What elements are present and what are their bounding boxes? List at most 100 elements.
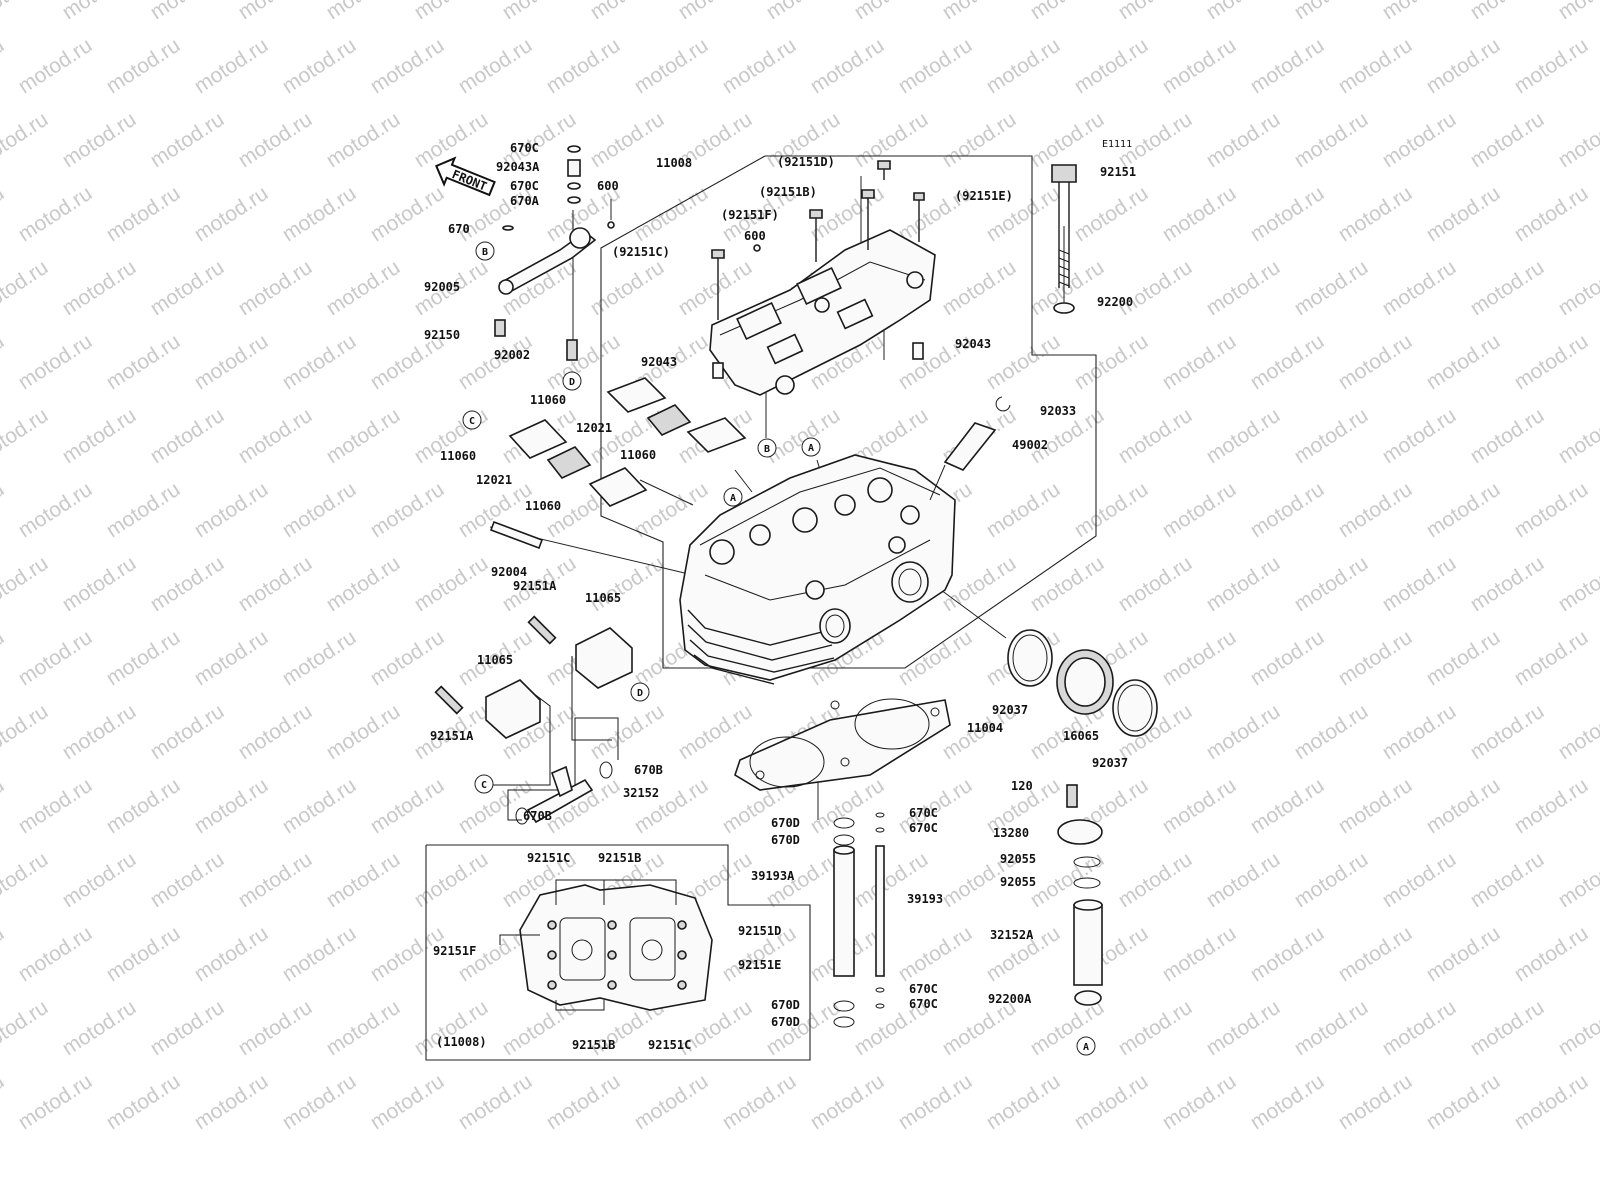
watermark-text: motod.ru: [190, 182, 272, 246]
watermark-text: motod.ru: [850, 108, 932, 172]
watermark-text: motod.ru: [1334, 478, 1416, 542]
watermark-text: motod.ru: [14, 922, 96, 986]
watermark-text: motod.ru: [1422, 626, 1504, 690]
watermark-text: motod.ru: [1290, 108, 1372, 172]
watermark-text: motod.ru: [146, 552, 228, 616]
watermark-text: motod.ru: [1466, 0, 1548, 24]
watermark-text: motod.ru: [894, 922, 976, 986]
watermark-text: motod.ru: [938, 108, 1020, 172]
watermark-text: motod.ru: [1158, 774, 1240, 838]
reference-circle: [801, 437, 821, 457]
watermark-text: motod.ru: [762, 0, 844, 24]
watermark-text: motod.ru: [1334, 1070, 1416, 1134]
watermark-text: motod.ru: [0, 922, 8, 986]
part-number-label: 92151: [1100, 165, 1136, 179]
reference-letter: C: [469, 416, 475, 427]
watermark-text: motod.ru: [894, 626, 976, 690]
watermark-text: motod.ru: [1246, 774, 1328, 838]
part-number-label: 11060: [620, 448, 656, 462]
watermark-text: motod.ru: [1378, 404, 1460, 468]
part-number-label: 39193: [907, 892, 943, 906]
watermark-text: motod.ru: [1114, 848, 1196, 912]
reference-letter: B: [482, 247, 488, 258]
part-number-label: (92151C): [612, 245, 670, 259]
part-number-label: 39193A: [751, 869, 795, 883]
watermark-text: motod.ru: [806, 34, 888, 98]
oil-pipe: [494, 145, 597, 361]
part-number-label: (11008): [436, 1035, 487, 1049]
watermark-text: motod.ru: [1466, 256, 1548, 320]
watermark-text: motod.ru: [1290, 0, 1372, 24]
reference-marker: C: [462, 410, 482, 430]
part-number-label: 92002: [494, 348, 530, 362]
part-number-label: 92150: [424, 328, 460, 342]
watermark-text: motod.ru: [234, 108, 316, 172]
watermark-text: motod.ru: [1114, 0, 1196, 24]
watermark-text: motod.ru: [190, 478, 272, 542]
watermark-text: motod.ru: [410, 552, 492, 616]
oil-pipes: [833, 812, 885, 1028]
reference-marker: B: [475, 241, 495, 261]
watermark-text: motod.ru: [1334, 182, 1416, 246]
watermark-text: motod.ru: [14, 182, 96, 246]
watermark-text: motod.ru: [1070, 182, 1152, 246]
part-number-label: 92200A: [988, 992, 1032, 1006]
part-labels: 670C92043A670C670A60011008(92151D)(92151…: [424, 141, 1136, 1052]
watermark-text: motod.ru: [1510, 182, 1592, 246]
watermark-text: motod.ru: [1378, 848, 1460, 912]
watermark-text: motod.ru: [1466, 108, 1548, 172]
watermark-text: motod.ru: [278, 330, 360, 394]
watermark-text: motod.ru: [322, 848, 404, 912]
watermark-text: motod.ru: [234, 256, 316, 320]
watermark-text: motod.ru: [14, 330, 96, 394]
watermark-text: motod.ru: [366, 626, 448, 690]
watermark-text: motod.ru: [1510, 34, 1592, 98]
watermark-text: motod.ru: [1422, 330, 1504, 394]
reference-circle: [1076, 1036, 1096, 1056]
watermark-text: motod.ru: [1290, 996, 1372, 1060]
part-number-label: 92055: [1000, 875, 1036, 889]
part-number-label: 92037: [992, 703, 1028, 717]
watermark-text: motod.ru: [1070, 1070, 1152, 1134]
watermark-text: motod.ru: [1466, 404, 1548, 468]
watermark-text: motod.ru: [718, 1070, 800, 1134]
watermark-text: motod.ru: [542, 34, 624, 98]
reference-circle: [474, 774, 494, 794]
watermark-text: motod.ru: [0, 404, 52, 468]
part-number-label: 16065: [1063, 729, 1099, 743]
watermark-text: motod.ru: [146, 108, 228, 172]
watermark-text: motod.ru: [630, 34, 712, 98]
part-number-label: 92043: [955, 337, 991, 351]
watermark-text: motod.ru: [146, 996, 228, 1060]
watermark-text: motod.ru: [1158, 478, 1240, 542]
reference-letter: A: [808, 443, 814, 454]
watermark-text: motod.ru: [366, 1070, 448, 1134]
part-number-label: 670D: [771, 833, 800, 847]
part-number-label: 32152A: [990, 928, 1034, 942]
watermark-text: motod.ru: [278, 1070, 360, 1134]
watermark-text: motod.ru: [14, 774, 96, 838]
watermark-text: motod.ru: [14, 34, 96, 98]
watermark-text: motod.ru: [1378, 256, 1460, 320]
watermark-text: motod.ru: [58, 848, 140, 912]
watermark-text: motod.ru: [234, 700, 316, 764]
watermark-text: motod.ru: [1510, 330, 1592, 394]
watermark-text: motod.ru: [1466, 700, 1548, 764]
watermark-text: motod.ru: [1466, 552, 1548, 616]
part-number-label: 92151A: [513, 579, 557, 593]
watermark-text: motod.ru: [322, 404, 404, 468]
watermark-text: motod.ru: [1290, 256, 1372, 320]
watermark-text: motod.ru: [366, 182, 448, 246]
part-number-label: 11060: [440, 449, 476, 463]
watermark-text: motod.ru: [542, 1070, 624, 1134]
watermark-text: motod.ru: [1378, 108, 1460, 172]
part-number-label: (92151E): [955, 189, 1013, 203]
watermark-text: motod.ru: [1246, 478, 1328, 542]
reference-circle: [630, 682, 650, 702]
watermark-text: motod.ru: [1290, 404, 1372, 468]
watermark-text: motod.ru: [1510, 626, 1592, 690]
reference-circle: [723, 487, 743, 507]
reference-letter: A: [730, 493, 736, 504]
watermark-text: motod.ru: [58, 108, 140, 172]
watermark-text: motod.ru: [498, 996, 580, 1060]
